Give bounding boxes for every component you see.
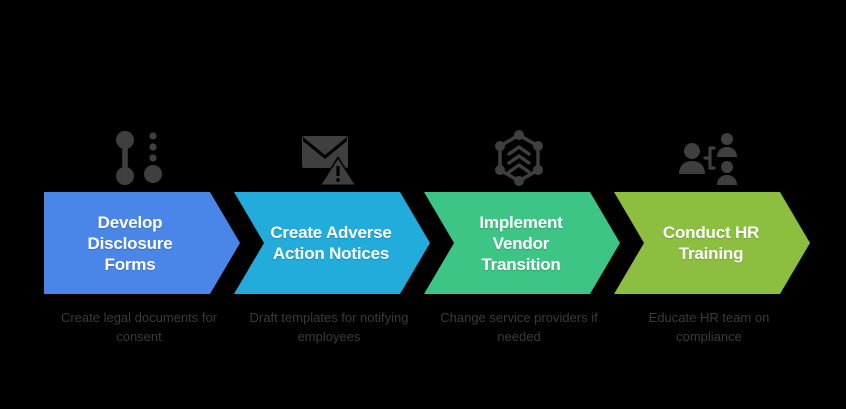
envelope-warning-icon <box>302 136 357 186</box>
process-step-4-label: Conduct HR Training <box>662 223 760 263</box>
step-3-icon-cell <box>424 120 614 186</box>
step-1-caption: Create legal documents for consent <box>60 310 218 344</box>
step-1-caption-cell: Create legal documents for consent <box>44 308 234 346</box>
step-2-caption: Draft templates for notifying employees <box>249 310 409 344</box>
process-step-2-label: Create Adverse Action Notices <box>270 223 392 263</box>
step-2-caption-cell: Draft templates for notifying employees <box>234 308 424 346</box>
step-3-caption-cell: Change service providers if needed <box>424 308 614 346</box>
process-step-4[interactable]: Conduct HR Training <box>614 192 810 294</box>
chevron-row: Develop Disclosure Forms Create Adverse … <box>44 192 810 294</box>
step-4-icon-cell <box>614 120 804 186</box>
step-3-caption: Change service providers if needed <box>440 310 598 344</box>
process-step-3[interactable]: Implement Vendor Transition <box>424 192 620 294</box>
step-1-icon-cell <box>44 120 234 186</box>
icon-row <box>44 120 804 186</box>
step-2-icon-cell <box>234 120 424 186</box>
step-4-caption-cell: Educate HR team on compliance <box>614 308 804 346</box>
caption-row: Create legal documents for consent Draft… <box>44 308 804 346</box>
people-hierarchy-icon <box>679 133 737 185</box>
process-step-3-label: Implement Vendor Transition <box>479 212 563 274</box>
process-step-1[interactable]: Develop Disclosure Forms <box>44 192 240 294</box>
step-4-caption: Educate HR team on compliance <box>648 310 770 344</box>
signature-dots-icon <box>116 131 162 185</box>
hexagon-network-icon <box>495 130 543 186</box>
process-step-2[interactable]: Create Adverse Action Notices <box>234 192 430 294</box>
process-step-1-label: Develop Disclosure Forms <box>87 212 173 274</box>
